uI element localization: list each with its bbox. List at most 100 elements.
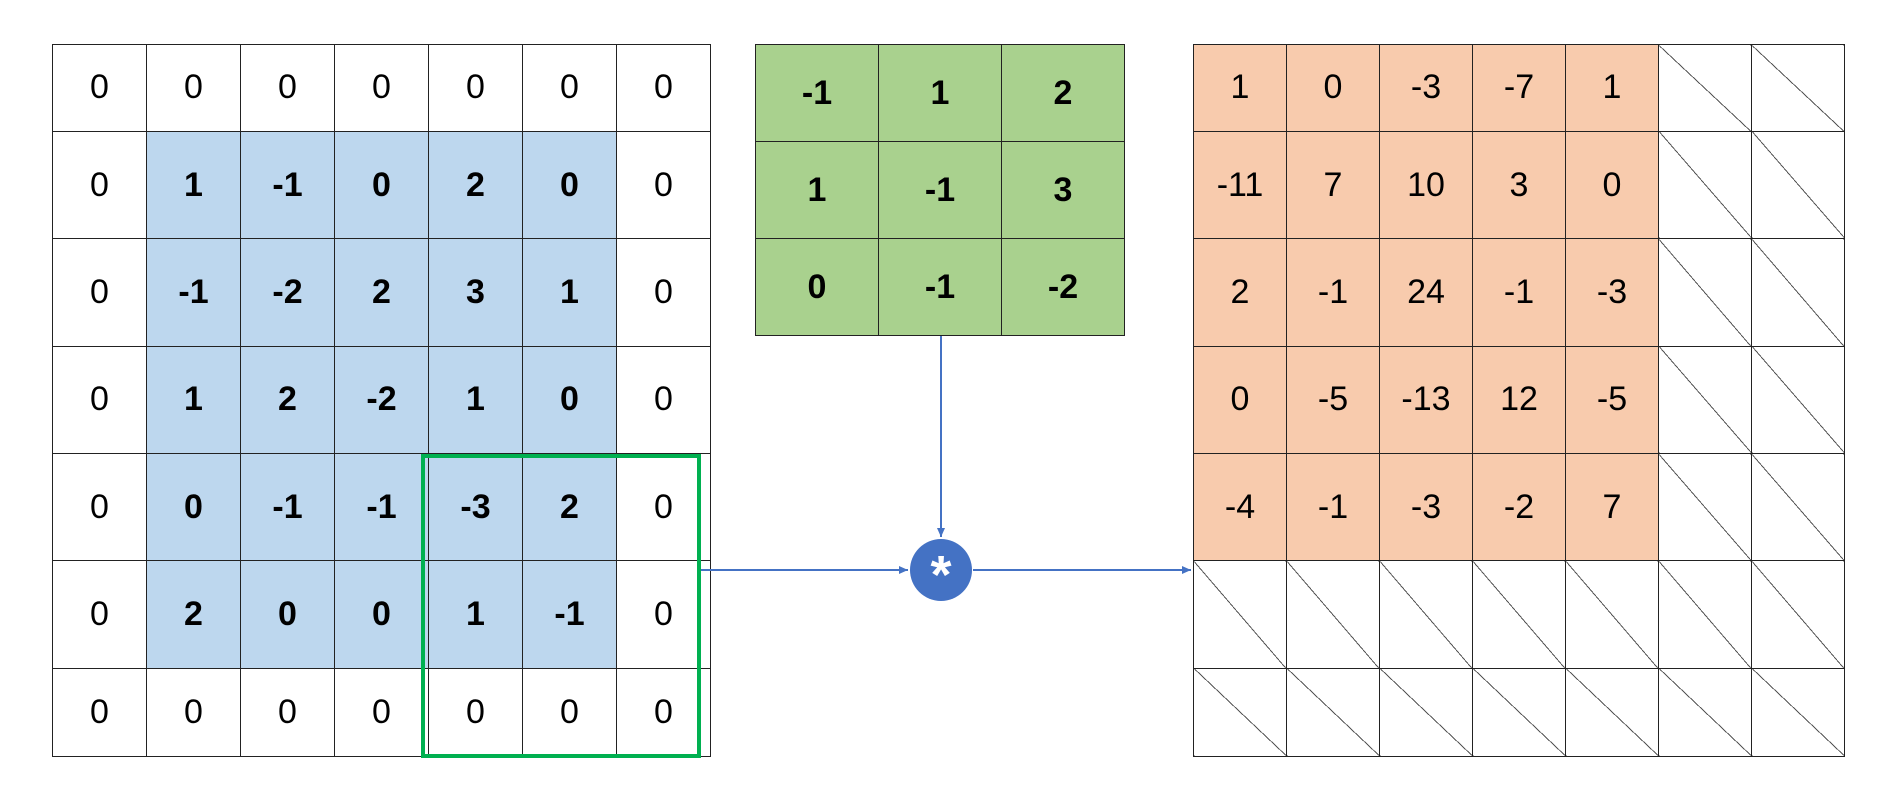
output-value-cell: -2: [1472, 453, 1566, 562]
input-value-cell: 1: [146, 345, 241, 455]
padding-cell: 0: [52, 560, 147, 669]
output-value-cell: -1: [1286, 238, 1380, 347]
input-value-cell: -2: [334, 345, 429, 455]
empty-output-cell: [1193, 560, 1287, 669]
output-value-cell: -4: [1193, 453, 1287, 562]
kernel-weight-cell: -2: [1001, 238, 1125, 336]
input-value-cell: 0: [334, 130, 429, 240]
padding-cell: 0: [52, 667, 147, 758]
input-value-cell: 2: [334, 238, 429, 347]
output-value-cell: 10: [1379, 130, 1473, 240]
empty-output-cell: [1751, 130, 1845, 240]
input-value-cell: -1: [240, 130, 335, 240]
input-value-cell: -1: [240, 453, 335, 562]
output-value-cell: -3: [1565, 238, 1659, 347]
kernel-weight-cell: 0: [755, 238, 879, 336]
kernel-row: 0-1-2: [755, 238, 1125, 336]
empty-output-cell: [1751, 453, 1845, 562]
input-value-cell: -2: [240, 238, 335, 347]
padding-cell: 0: [616, 453, 711, 562]
output-value-cell: 0: [1286, 44, 1380, 132]
input-value-cell: 1: [428, 345, 523, 455]
padding-cell: 0: [240, 44, 335, 132]
padding-cell: 0: [428, 667, 523, 758]
input-value-cell: 3: [428, 238, 523, 347]
input-value-cell: 1: [428, 560, 523, 669]
output-value-cell: 7: [1565, 453, 1659, 562]
output-value-cell: -1: [1286, 453, 1380, 562]
output-value-cell: 2: [1193, 238, 1287, 347]
kernel-weight-cell: -1: [755, 44, 879, 142]
kernel-weight-cell: 2: [1001, 44, 1125, 142]
input-value-cell: -1: [522, 560, 617, 669]
output-value-cell: 7: [1286, 130, 1380, 240]
empty-output-cell: [1751, 345, 1845, 455]
output-matrix-row: [1193, 667, 1845, 758]
output-value-cell: -5: [1565, 345, 1659, 455]
kernel-weight-cell: 1: [755, 141, 879, 239]
padding-cell: 0: [52, 345, 147, 455]
padding-cell: 0: [146, 44, 241, 132]
empty-output-cell: [1472, 667, 1566, 758]
empty-output-cell: [1565, 667, 1659, 758]
input-value-cell: 2: [522, 453, 617, 562]
output-value-cell: 12: [1472, 345, 1566, 455]
output-value-cell: -5: [1286, 345, 1380, 455]
padding-cell: 0: [334, 667, 429, 758]
padding-cell: 0: [146, 667, 241, 758]
empty-output-cell: [1658, 560, 1752, 669]
convolution-operator: *: [910, 539, 972, 605]
input-value-cell: 0: [522, 130, 617, 240]
empty-output-cell: [1751, 667, 1845, 758]
empty-output-cell: [1658, 238, 1752, 347]
output-matrix-row: [1193, 560, 1845, 669]
padding-cell: 0: [52, 453, 147, 562]
output-value-cell: -11: [1193, 130, 1287, 240]
padding-cell: 0: [616, 667, 711, 758]
padding-cell: 0: [52, 238, 147, 347]
output-value-cell: -3: [1379, 44, 1473, 132]
kernel-weight-cell: 3: [1001, 141, 1125, 239]
empty-output-cell: [1379, 667, 1473, 758]
empty-output-cell: [1472, 560, 1566, 669]
output-value-cell: -1: [1472, 238, 1566, 347]
kernel-weight-cell: 1: [878, 44, 1002, 142]
padding-cell: 0: [616, 345, 711, 455]
padding-cell: 0: [616, 560, 711, 669]
input-value-cell: -1: [146, 238, 241, 347]
input-value-cell: 2: [146, 560, 241, 669]
output-value-cell: 1: [1565, 44, 1659, 132]
input-value-cell: 0: [240, 560, 335, 669]
input-value-cell: 0: [146, 453, 241, 562]
empty-output-cell: [1751, 238, 1845, 347]
input-value-cell: 2: [428, 130, 523, 240]
empty-output-cell: [1751, 44, 1845, 132]
padding-cell: 0: [616, 44, 711, 132]
output-value-cell: 24: [1379, 238, 1473, 347]
padding-cell: 0: [240, 667, 335, 758]
empty-output-cell: [1379, 560, 1473, 669]
empty-output-cell: [1658, 453, 1752, 562]
empty-output-cell: [1751, 560, 1845, 669]
padding-cell: 0: [334, 44, 429, 132]
input-value-cell: -3: [428, 453, 523, 562]
input-value-cell: 1: [522, 238, 617, 347]
padding-cell: 0: [428, 44, 523, 132]
padding-cell: 0: [52, 44, 147, 132]
output-value-cell: 0: [1565, 130, 1659, 240]
input-value-cell: 0: [522, 345, 617, 455]
empty-output-cell: [1658, 667, 1752, 758]
